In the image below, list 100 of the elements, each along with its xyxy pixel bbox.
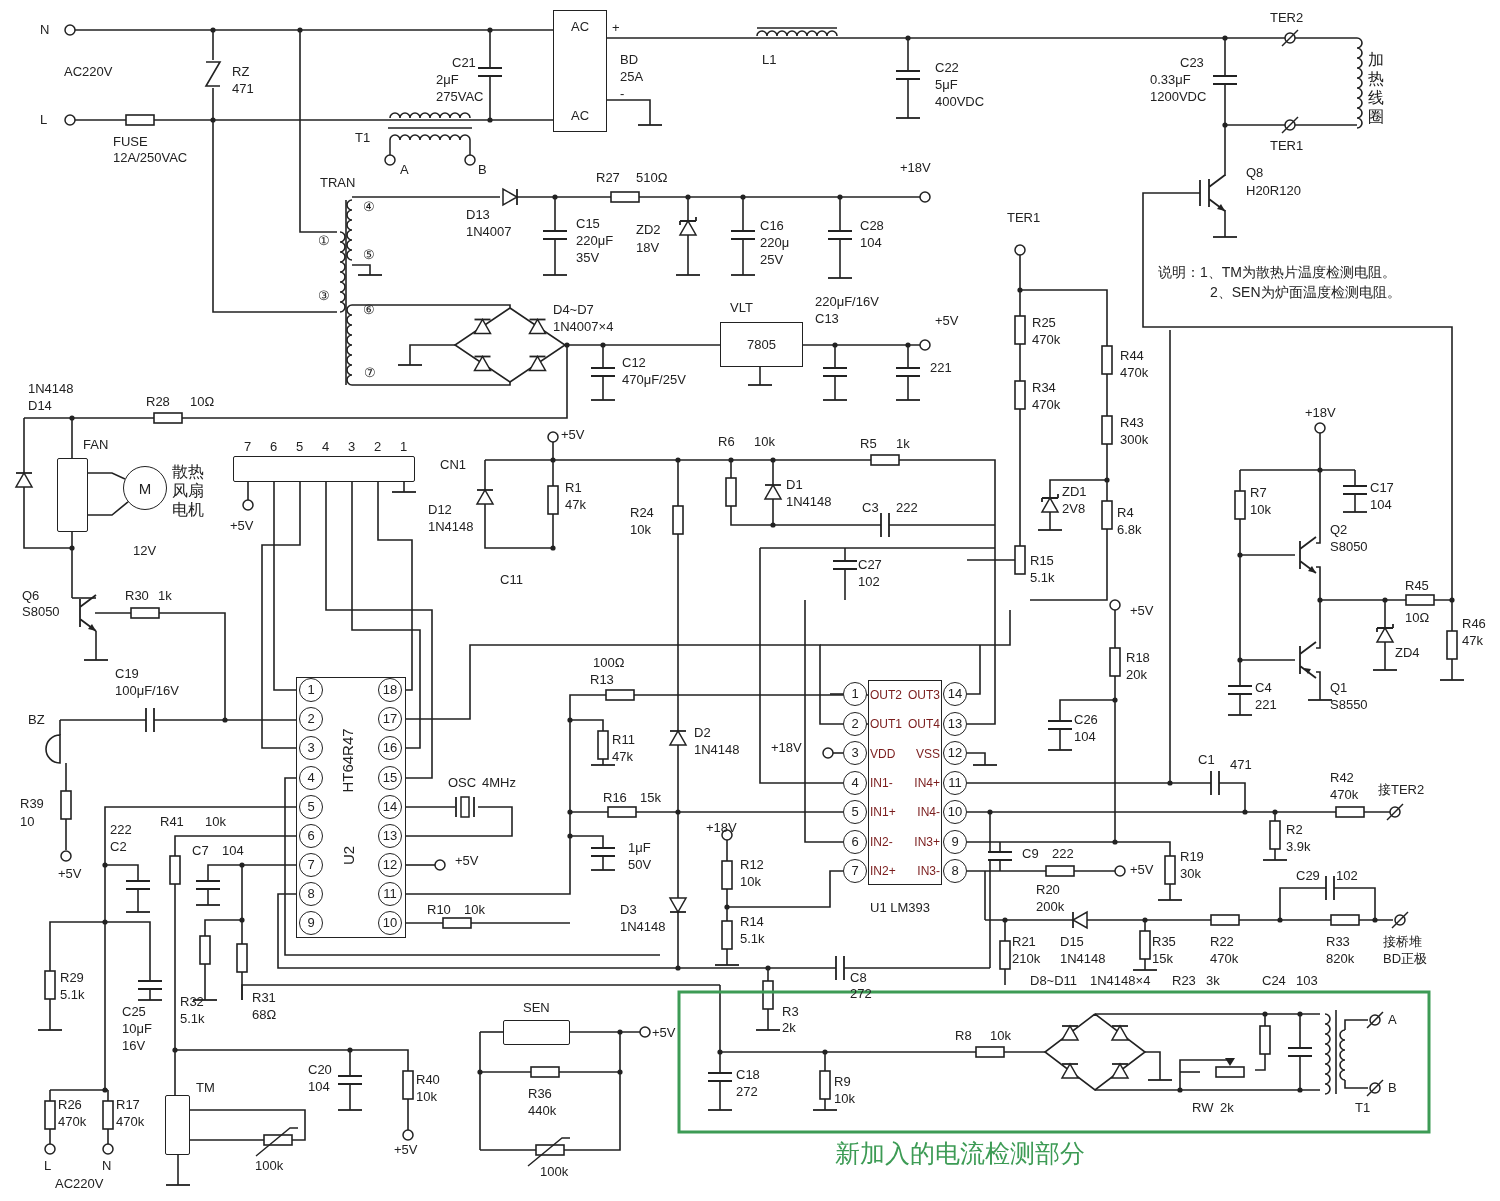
- pin-number: 10: [943, 800, 967, 824]
- pin-number: 15: [378, 766, 402, 790]
- pin-number: 12: [378, 853, 402, 877]
- wire: [351, 481, 421, 749]
- component-label: R24: [630, 505, 654, 520]
- component-label: 15k: [640, 790, 661, 805]
- component-label: R29: [60, 970, 84, 985]
- node-text: AC: [570, 108, 590, 123]
- component-label: C3: [862, 500, 879, 515]
- wire: [273, 481, 297, 691]
- pin-name: OUT4: [907, 717, 940, 733]
- component-label: 47k: [1462, 633, 1483, 648]
- node-text: HT64R47: [339, 728, 355, 793]
- pin-number: 13: [378, 824, 402, 848]
- component-label: R21: [1012, 934, 1036, 949]
- connector-block: [57, 458, 88, 532]
- component-label: 16V: [122, 1038, 146, 1053]
- wire: [325, 481, 433, 779]
- component-label: 30k: [1180, 866, 1201, 881]
- component-label: 221: [930, 360, 952, 375]
- component-label: +18V: [900, 160, 931, 175]
- component-label: C9: [1022, 846, 1039, 861]
- pin-number: 8: [943, 859, 967, 883]
- component-label: 470k: [1032, 332, 1061, 347]
- component-label: T1: [1355, 1100, 1371, 1115]
- wire: [261, 481, 301, 749]
- component-label: 470k: [116, 1114, 145, 1129]
- component-label: 4: [322, 439, 330, 454]
- component-label: 222: [1052, 846, 1074, 861]
- connector-block: [233, 456, 415, 482]
- component-label: 1N4148: [786, 494, 832, 509]
- pin-number: 17: [378, 707, 402, 731]
- component-label: R15: [1030, 553, 1054, 568]
- component-label: 1N4148×4: [1090, 973, 1151, 988]
- component-label: 68Ω: [252, 1007, 277, 1022]
- component-label: R43: [1120, 415, 1144, 430]
- component-label: R34: [1032, 380, 1056, 395]
- component-label: R1: [565, 480, 582, 495]
- component-label: 3k: [1206, 973, 1220, 988]
- pin-number: 11: [943, 771, 967, 795]
- connector-block: [165, 1095, 190, 1155]
- component-label: 3.9k: [1286, 839, 1311, 854]
- component-label: 104: [308, 1079, 330, 1094]
- component-label: 5.1k: [60, 987, 85, 1002]
- component-label: 104: [1074, 729, 1096, 744]
- pin-name: IN2+: [870, 863, 897, 879]
- component-label: 50V: [628, 857, 652, 872]
- component-label: R46: [1462, 616, 1486, 631]
- component-label: 0.33μF: [1150, 72, 1191, 87]
- component-label: R27: [596, 170, 620, 185]
- component-label: OSC: [448, 775, 477, 790]
- component-label: 10Ω: [1405, 610, 1430, 625]
- chip-outline: [296, 677, 406, 938]
- component-label: CN1: [440, 457, 466, 472]
- chip-outline: [868, 680, 942, 885]
- component-label: C13: [815, 311, 839, 326]
- component-label: 470k: [58, 1114, 87, 1129]
- component-label: BZ: [28, 712, 45, 727]
- component-label: A: [400, 162, 409, 177]
- node-text: U2: [341, 845, 357, 866]
- component-label: 10μF: [122, 1021, 152, 1036]
- component-label: Q1: [1330, 680, 1348, 695]
- component-label: R18: [1126, 650, 1150, 665]
- component-label: R39: [20, 796, 44, 811]
- component-label: TRAN: [320, 175, 356, 190]
- component-label: 10k: [464, 902, 485, 917]
- regulator-box: [720, 322, 803, 367]
- pin-number: 10: [378, 911, 402, 935]
- component-label: 1N4148: [1060, 951, 1106, 966]
- pin-number: 3: [299, 736, 323, 760]
- pin-name: IN3+: [913, 834, 940, 850]
- component-label: R9: [834, 1074, 851, 1089]
- rectifier-box: [553, 10, 607, 132]
- component-label: VLT: [730, 300, 753, 315]
- pin-number: 4: [843, 771, 867, 795]
- component-label: 1k: [158, 588, 172, 603]
- component-label: 272: [736, 1084, 758, 1099]
- component-label: 470k: [1330, 787, 1359, 802]
- node-text: M: [138, 480, 152, 496]
- pin-name: VDD: [870, 746, 897, 762]
- component-label: D4~D7: [553, 302, 594, 317]
- component-label: Q2: [1330, 522, 1348, 537]
- component-label: 470k: [1120, 365, 1149, 380]
- component-label: 275VAC: [436, 89, 484, 104]
- component-label: D12: [428, 502, 452, 517]
- component-label: R41: [160, 814, 184, 829]
- component-label: 1200VDC: [1150, 89, 1207, 104]
- component-label: T1: [355, 130, 371, 145]
- caption: 新加入的电流检测部分: [835, 1138, 1085, 1168]
- component-label: 2k: [782, 1020, 796, 1035]
- component-label: FAN: [83, 437, 109, 452]
- pin-number: 7: [843, 859, 867, 883]
- component-label: 1N4148: [620, 919, 666, 934]
- component-label: +: [612, 20, 620, 35]
- component-label: R3: [782, 1004, 799, 1019]
- pin-number: 5: [843, 800, 867, 824]
- component-label: 104: [222, 843, 244, 858]
- component-label: R22: [1210, 934, 1234, 949]
- component-label: 47k: [565, 497, 586, 512]
- component-label: R5: [860, 436, 877, 451]
